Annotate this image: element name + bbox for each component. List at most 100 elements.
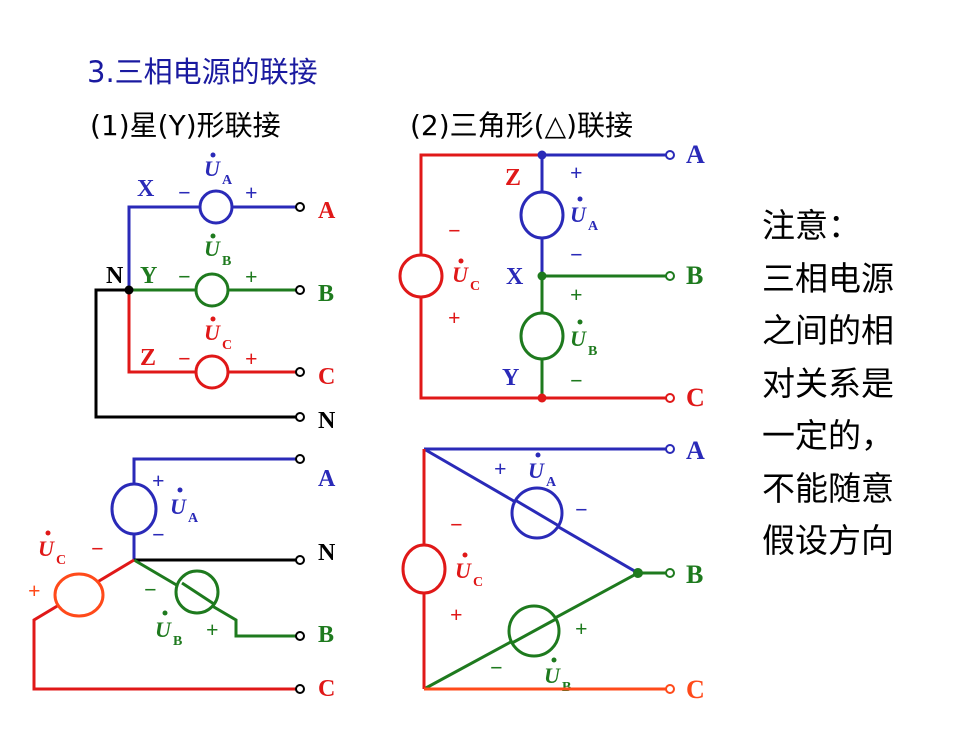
svg-text:X: X — [506, 264, 524, 290]
note-panel: 注意： 三相电源 之间的相 对关系是 一定的， 不能随意 假设方向 — [762, 200, 942, 568]
svg-text:+: + — [152, 468, 165, 493]
terminal-A — [295, 202, 305, 212]
svg-text:−: − — [91, 536, 104, 561]
svg-text:C: C — [222, 338, 232, 353]
svg-text:−: − — [570, 368, 583, 393]
note-line: 之间的相 — [762, 311, 894, 350]
source-UA — [198, 189, 234, 225]
svg-text:+: + — [245, 346, 258, 371]
tri-source-UC — [401, 543, 447, 595]
label-UB: U — [204, 236, 221, 261]
svg-text:B: B — [318, 622, 334, 648]
svg-text:C: C — [686, 383, 705, 412]
delta-terminal-B — [665, 271, 675, 281]
svg-text:A: A — [546, 475, 557, 490]
note-line: 注意： — [762, 206, 861, 245]
svg-text:−: − — [450, 512, 463, 537]
note-line: 一定的， — [762, 416, 894, 455]
delta-subtitle: (2)三角形(△)联接 — [410, 109, 633, 142]
source-UC — [194, 354, 230, 390]
minus-UA: − — [178, 180, 191, 205]
svg-text:+: + — [245, 264, 258, 289]
svg-text:A: A — [588, 219, 599, 234]
svg-text:C: C — [686, 675, 705, 704]
svg-text:U: U — [455, 558, 472, 583]
delta-triangle-circuit: A + U A − B + − U B C − U C + — [401, 436, 705, 704]
svg-text:U: U — [170, 494, 187, 519]
svg-text:+: + — [570, 282, 583, 307]
svg-text:U: U — [452, 262, 469, 287]
label-A: A — [318, 198, 336, 224]
svg-text:N: N — [318, 540, 336, 566]
wire-C — [127, 290, 196, 374]
svg-text:A: A — [222, 173, 233, 188]
geo-source-UA — [110, 482, 158, 536]
label-N-node: N — [106, 263, 124, 289]
svg-text:A: A — [188, 511, 199, 526]
note-line: 不能随意 — [762, 468, 894, 508]
plus-UA: + — [245, 180, 258, 205]
svg-text:−: − — [144, 577, 157, 602]
terminal-B — [295, 285, 305, 295]
svg-text:U: U — [570, 202, 587, 227]
svg-text:−: − — [570, 242, 583, 267]
star-geometric-circuit: A + U A − N B − U B + C U C − + — [28, 454, 336, 702]
svg-text:+: + — [450, 602, 463, 627]
wire-N — [94, 288, 296, 419]
svg-text:+: + — [448, 305, 461, 330]
svg-text:B: B — [686, 261, 703, 290]
delta-source-UC — [398, 253, 444, 299]
svg-text:A: A — [686, 436, 705, 465]
svg-text:U: U — [570, 326, 587, 351]
geo-source-UC — [53, 572, 105, 618]
note-line: 三相电源 — [762, 258, 894, 298]
svg-text:Z: Z — [505, 165, 521, 191]
label-C: C — [318, 364, 335, 390]
label-UC: U — [204, 320, 221, 345]
wire-A — [127, 205, 200, 290]
svg-text:−: − — [152, 522, 165, 547]
svg-text:+: + — [575, 616, 588, 641]
terminal-C — [295, 367, 305, 377]
svg-text:+: + — [206, 617, 219, 642]
svg-text:A: A — [686, 140, 705, 169]
svg-text:B: B — [222, 254, 231, 269]
svg-text:+: + — [28, 578, 41, 603]
delta-source-UA — [519, 190, 565, 240]
svg-text:C: C — [56, 553, 66, 568]
label-X: X — [137, 176, 155, 202]
delta-terminal-A — [665, 150, 675, 160]
delta-terminal-C — [665, 393, 675, 403]
svg-text:−: − — [490, 655, 503, 680]
star-circuit: A X − + U A B Y − + U B C Z − + U C N — [94, 152, 336, 434]
svg-text:−: − — [178, 346, 191, 371]
label-UA: U — [204, 156, 221, 181]
label-Y: Y — [140, 263, 157, 289]
svg-text:B: B — [686, 560, 703, 589]
svg-text:C: C — [318, 676, 335, 702]
page-title: 3.三相电源的联接 — [87, 55, 318, 89]
label-B: B — [318, 281, 334, 307]
label-N: N — [318, 408, 336, 434]
svg-text:B: B — [588, 344, 597, 359]
svg-text:A: A — [318, 466, 336, 492]
svg-text:Y: Y — [502, 365, 519, 391]
terminal-N — [295, 412, 305, 422]
svg-text:−: − — [575, 497, 588, 522]
svg-text:U: U — [155, 617, 172, 642]
svg-text:U: U — [544, 663, 561, 688]
svg-text:+: + — [570, 160, 583, 185]
source-UB — [194, 272, 230, 308]
delta-circuit: − U C + A Z + U A − B X + U B − C — [398, 140, 705, 412]
svg-text:C: C — [470, 279, 480, 294]
svg-text:U: U — [38, 536, 55, 561]
star-subtitle: (1)星(Y)形联接 — [90, 109, 281, 142]
svg-text:−: − — [178, 264, 191, 289]
svg-text:B: B — [173, 634, 182, 649]
svg-text:−: − — [448, 218, 461, 243]
delta-source-UB — [519, 311, 565, 361]
svg-text:U: U — [528, 458, 545, 483]
svg-text:+: + — [494, 456, 507, 481]
label-Z: Z — [140, 345, 156, 371]
